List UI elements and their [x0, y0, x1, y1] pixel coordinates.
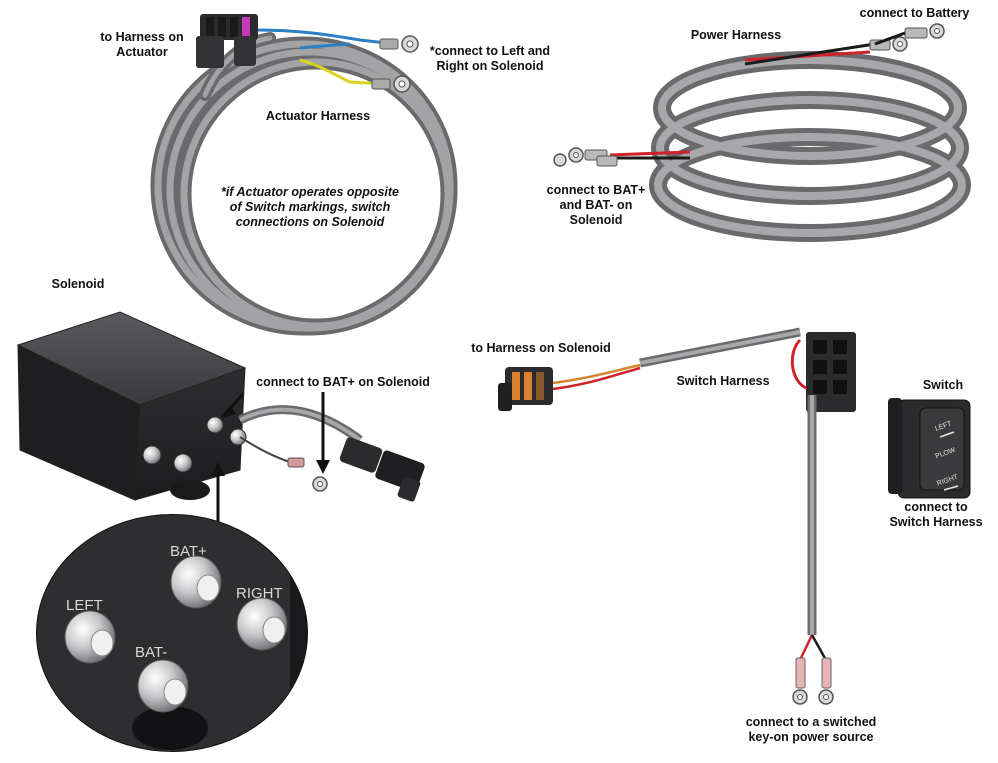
yellow-wire — [299, 58, 386, 86]
terminal-bat-minus-label: BAT- — [135, 644, 167, 661]
solenoid — [16, 311, 247, 501]
terminal-bat-plus-label: BAT+ — [170, 543, 207, 560]
switch-harness-solenoid-connector — [498, 367, 553, 411]
label-power-harness: Power Harness — [690, 28, 782, 42]
label-connect-bat-plus-minus: connect to BAT+ and BAT- on Solenoid — [546, 183, 646, 227]
label-connect-to-battery: connect to Battery — [859, 6, 970, 20]
solenoid-pigtail — [237, 405, 425, 502]
label-connect-left-right: *connect to Left and Right on Solenoid — [429, 44, 551, 73]
rocker-switch: LEFT PLOW RIGHT — [888, 398, 971, 499]
stud-right — [236, 597, 288, 651]
blue-wire — [254, 28, 396, 46]
switch-harness-switch-connector — [790, 332, 856, 412]
stud-left — [64, 610, 116, 664]
label-connect-switched-source: connect to a switched key-on power sourc… — [745, 715, 877, 744]
label-switch-harness: Switch Harness — [676, 374, 770, 388]
label-to-harness-on-actuator: to Harness on Actuator — [100, 30, 184, 59]
label-switch: Switch — [922, 378, 964, 392]
label-connect-bat-plus-solenoid: connect to BAT+ on Solenoid — [256, 375, 430, 389]
actuator-harness — [150, 14, 458, 336]
label-note-opposite: *if Actuator operates opposite of Switch… — [220, 185, 400, 229]
label-actuator-harness: Actuator Harness — [265, 109, 371, 123]
label-to-harness-on-solenoid: to Harness on Solenoid — [471, 341, 611, 355]
terminal-right-label: RIGHT — [236, 585, 283, 602]
switch-harness — [498, 327, 856, 705]
label-connect-to-switch-harness: connect to Switch Harness — [889, 500, 983, 529]
actuator-connector — [196, 14, 258, 68]
stud-bat-minus — [137, 659, 189, 713]
terminal-zoom-inset: BAT+ RIGHT LEFT BAT- — [36, 514, 308, 752]
stud-bat-plus — [170, 555, 222, 609]
terminal-left-label: LEFT — [66, 597, 103, 614]
label-solenoid: Solenoid — [51, 277, 105, 291]
power-harness — [553, 23, 971, 242]
